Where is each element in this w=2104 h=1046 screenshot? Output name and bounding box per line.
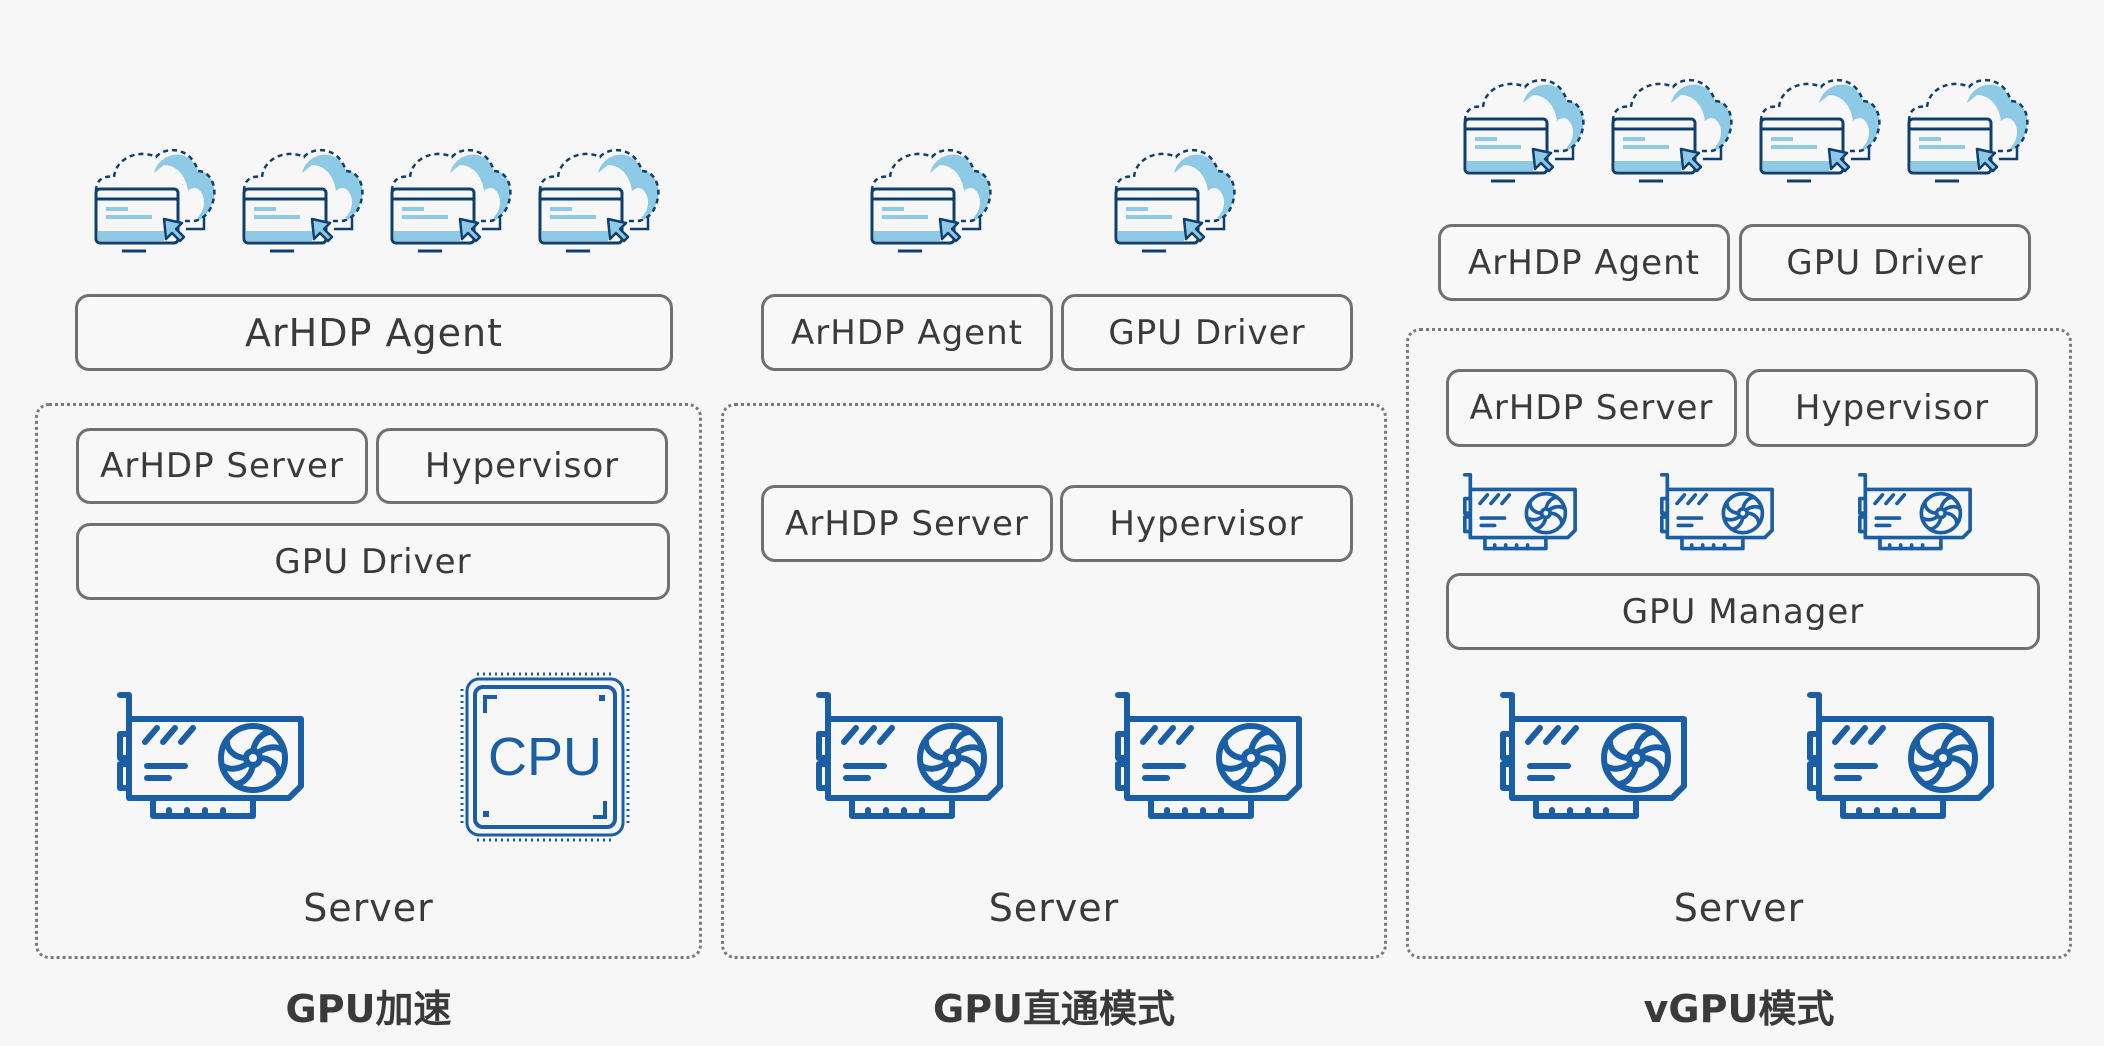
gpu-driver-box: GPU Driver xyxy=(1739,224,2031,301)
cloud-desktop-icon xyxy=(242,145,364,253)
cloud-desktop-icon xyxy=(538,145,660,253)
arhdp-server-box: ArHDP Server xyxy=(76,428,368,504)
mode-label-gpu-passthrough: GPU直通模式 xyxy=(933,987,1175,1031)
server-label: Server xyxy=(303,886,434,930)
gpu-card-icon xyxy=(117,692,309,820)
hypervisor-box: Hypervisor xyxy=(1746,369,2038,447)
hypervisor-box: Hypervisor xyxy=(376,428,668,504)
arhdp-agent-box: ArHDP Agent xyxy=(761,294,1053,371)
cloud-desktop-icon xyxy=(94,145,216,253)
cloud-desktop-icon xyxy=(870,145,992,253)
gpu-manager-box: GPU Manager xyxy=(1446,573,2040,650)
cloud-desktop-icon xyxy=(1611,75,1733,183)
mode-label-gpu-acceleration: GPU加速 xyxy=(285,987,452,1031)
virtual-gpu-icon xyxy=(1858,473,1975,551)
arhdp-agent-box: ArHDP Agent xyxy=(75,294,673,371)
gpu-card-icon xyxy=(1807,692,1999,820)
server-container xyxy=(721,403,1387,959)
cpu-chip-icon: CPU xyxy=(459,671,631,843)
cloud-desktop-icon xyxy=(1907,75,2029,183)
server-container xyxy=(1406,328,2072,959)
gpu-card-icon xyxy=(816,692,1008,820)
mode-label-vgpu: vGPU模式 xyxy=(1643,987,1835,1031)
cloud-desktop-icon xyxy=(1759,75,1881,183)
server-label: Server xyxy=(988,886,1120,930)
virtual-gpu-icon xyxy=(1660,473,1777,551)
gpu-card-icon xyxy=(1115,692,1307,820)
gpu-driver-box: GPU Driver xyxy=(76,523,670,600)
virtual-gpu-icon xyxy=(1463,473,1580,551)
server-label: Server xyxy=(1673,886,1805,930)
cloud-desktop-icon xyxy=(1463,75,1585,183)
gpu-driver-box: GPU Driver xyxy=(1061,294,1353,371)
arhdp-agent-box: ArHDP Agent xyxy=(1438,224,1730,301)
arhdp-server-box: ArHDP Server xyxy=(761,485,1053,562)
cloud-desktop-icon xyxy=(390,145,512,253)
arhdp-server-box: ArHDP Server xyxy=(1446,369,1737,447)
server-container xyxy=(35,403,702,959)
cpu-label: CPU xyxy=(487,727,602,787)
cloud-desktop-icon xyxy=(1114,145,1236,253)
gpu-card-icon xyxy=(1500,692,1692,820)
hypervisor-box: Hypervisor xyxy=(1060,485,1353,562)
